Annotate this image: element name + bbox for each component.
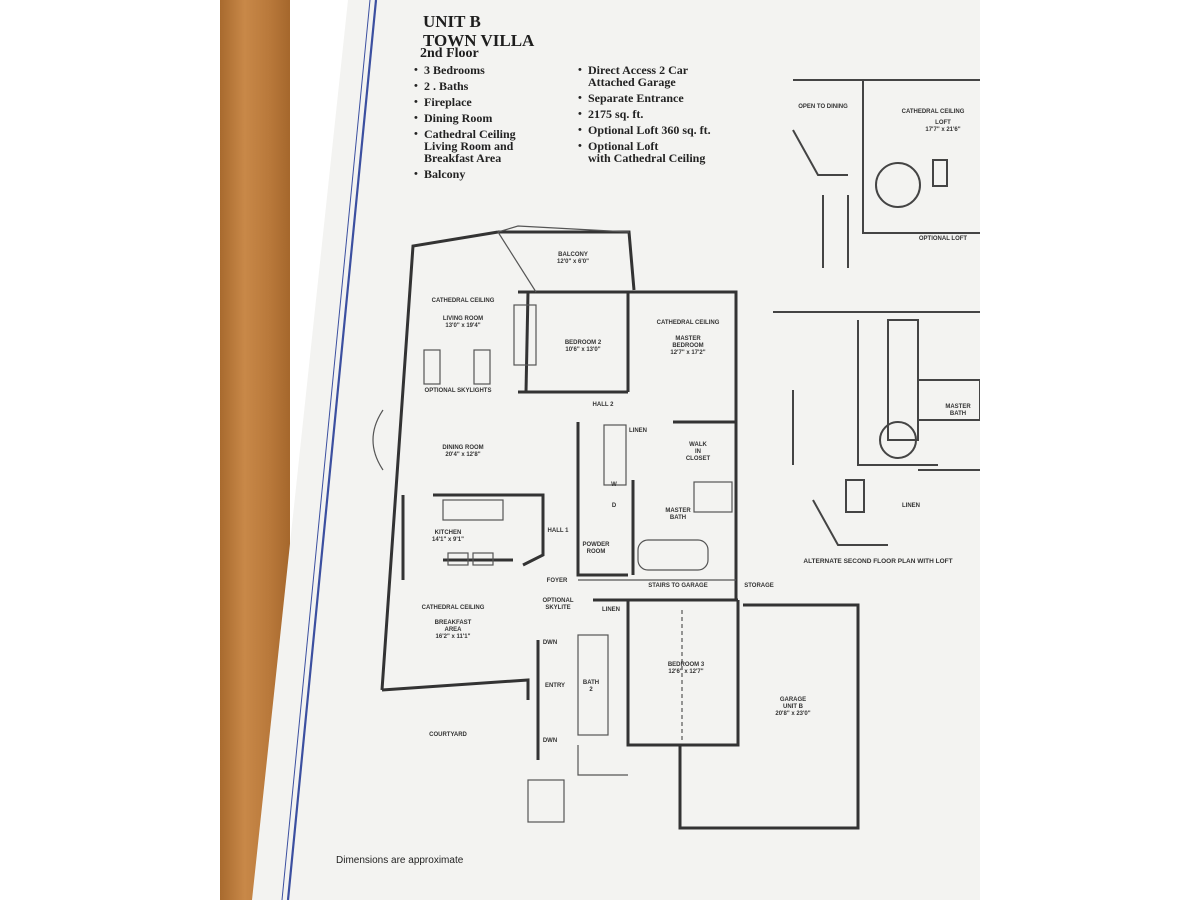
down-stairs-label: DWN	[542, 640, 558, 646]
room-label-powder: POWDER ROOM	[582, 542, 610, 555]
feature-item: Balcony	[414, 168, 564, 180]
dimensions-footnote: Dimensions are approximate	[336, 855, 464, 866]
dryer-label: D	[611, 503, 617, 509]
features-list-right: Direct Access 2 Car Attached Garage Sepa…	[578, 64, 753, 168]
feature-item: 2175 sq. ft.	[578, 108, 753, 120]
ceiling-note: CATHEDRAL CEILING	[431, 298, 495, 304]
room-label-master-bath: MASTER BATH	[665, 508, 691, 521]
margin-line	[286, 0, 378, 900]
floor-plan-drawing	[281, 0, 980, 900]
room-label-living: LIVING ROOM 13'0" x 19'4"	[442, 316, 484, 329]
room-label-hall1: HALL 1	[547, 528, 569, 534]
room-label-balcony: BALCONY 12'0" x 6'0"	[557, 252, 589, 265]
ceiling-note: CATHEDRAL CEILING	[901, 109, 965, 115]
alternate-plan-walls	[773, 311, 980, 546]
feature-item: Optional Loft 360 sq. ft.	[578, 124, 753, 136]
ceiling-note: CATHEDRAL CEILING	[656, 320, 720, 326]
alt-linen-label: LINEN	[902, 503, 920, 509]
margin-line	[281, 0, 371, 900]
room-label-master: MASTER BEDROOM 12'7" x 17'2"	[670, 336, 706, 356]
alternate-plan-caption: ALTERNATE SECOND FLOOR PLAN WITH LOFT	[803, 558, 953, 565]
room-label-linen: LINEN	[629, 428, 647, 434]
floor-subtitle: 2nd Floor	[420, 46, 479, 61]
stairs-to-garage-label: STAIRS TO GARAGE	[648, 583, 708, 589]
washer-label: W	[611, 482, 617, 488]
optional-loft-label: OPTIONAL LOFT	[918, 236, 968, 242]
room-label-hall2: HALL 2	[592, 402, 614, 408]
skylights-note: OPTIONAL SKYLIGHTS	[424, 388, 492, 394]
features-list-left: 3 Bedrooms 2 . Baths Fireplace Dining Ro…	[414, 64, 564, 184]
feature-item: Fireplace	[414, 96, 564, 108]
villa-title: TOWN VILLA	[423, 31, 535, 50]
feature-item: Cathedral Ceiling Living Room and Breakf…	[414, 128, 564, 164]
room-label-kitchen: KITCHEN 14'1" x 9'1"	[432, 530, 464, 543]
room-label-bedroom2: BEDROOM 2 10'6" x 13'0"	[564, 340, 602, 353]
room-label-garage: GARAGE UNIT B 20'8" x 23'0"	[775, 697, 811, 717]
room-label-walkin-closet: WALK IN CLOSET	[685, 442, 711, 462]
skylite-note: OPTIONAL SKYLITE	[542, 598, 574, 611]
room-label-bath2: BATH 2	[582, 680, 600, 693]
unit-title: UNIT B	[423, 12, 481, 31]
linen-label: LINEN	[602, 607, 620, 613]
room-label-dining: DINING ROOM 20'4" x 12'8"	[442, 445, 484, 458]
main-plan-walls	[380, 230, 860, 830]
open-to-dining-label: OPEN TO DINING	[798, 104, 848, 110]
room-label-breakfast: BREAKFAST AREA 16'2" x 11'1"	[434, 620, 472, 640]
storage-label: STORAGE	[744, 583, 774, 589]
room-label-courtyard: COURTYARD	[429, 732, 467, 738]
room-label-foyer: FOYER	[546, 578, 568, 584]
optional-loft-walls	[792, 79, 980, 268]
feature-item: Direct Access 2 Car Attached Garage	[578, 64, 753, 88]
room-label-bedroom3: BEDROOM 3 12'6" x 12'7"	[667, 662, 705, 675]
feature-item: 3 Bedrooms	[414, 64, 564, 76]
feature-item: Optional Loft with Cathedral Ceiling	[578, 140, 753, 164]
floor-plan-sheet: UNIT B TOWN VILLA 2nd Floor 3 Bedrooms 2…	[252, 0, 980, 900]
alt-master-bath-label: MASTER BATH	[945, 404, 971, 417]
down-stairs-label: DWN	[542, 738, 558, 744]
feature-item: 2 . Baths	[414, 80, 564, 92]
feature-item: Dining Room	[414, 112, 564, 124]
feature-item: Separate Entrance	[578, 92, 753, 104]
ceiling-note: CATHEDRAL CEILING	[421, 605, 485, 611]
main-plan-details	[372, 225, 736, 823]
room-label-entry: ENTRY	[544, 683, 566, 689]
room-label-loft: LOFT 17'7" x 21'6"	[925, 120, 961, 133]
